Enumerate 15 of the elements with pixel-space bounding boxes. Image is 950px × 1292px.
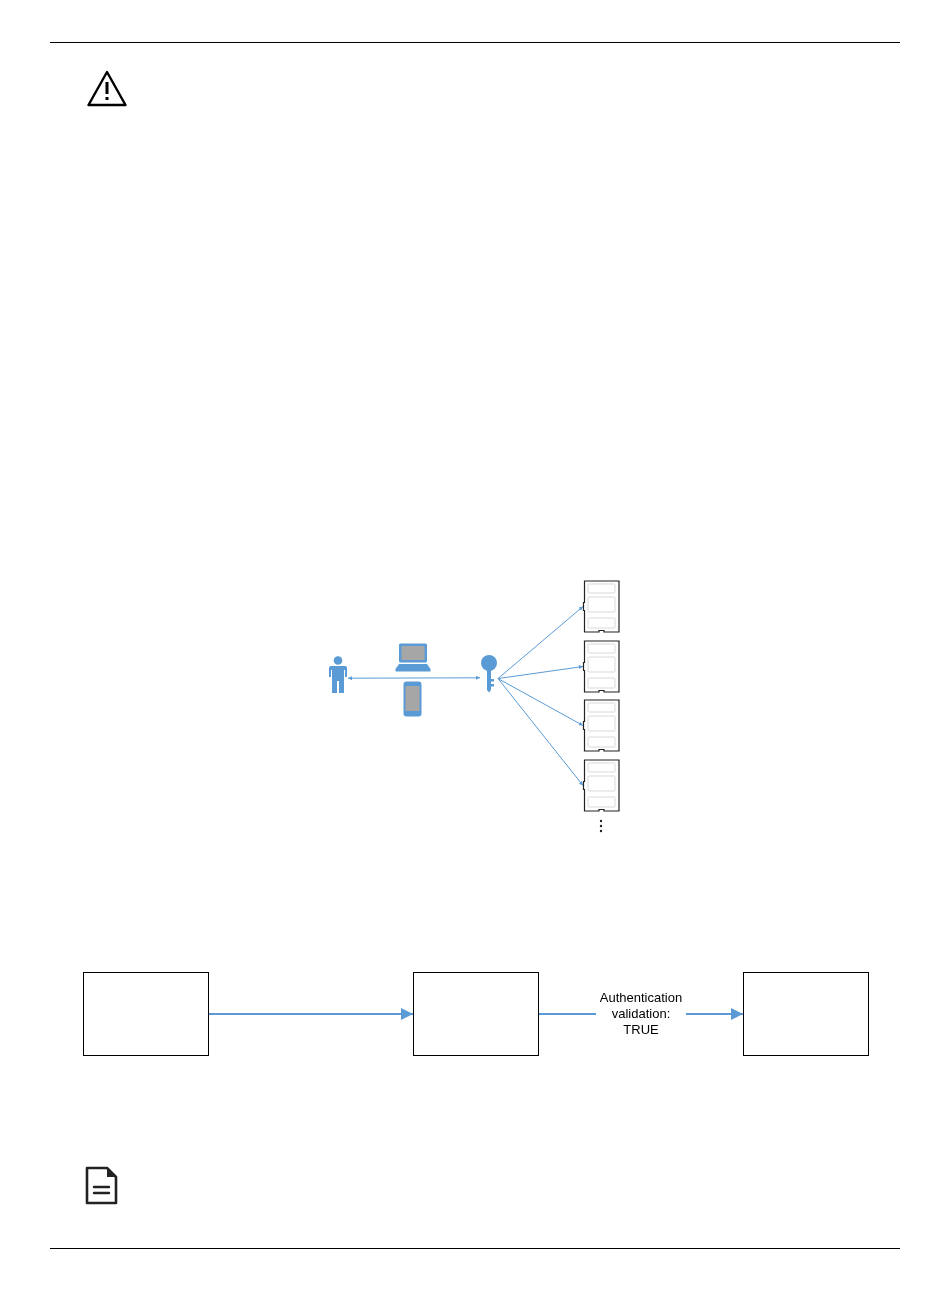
arrow xyxy=(497,606,584,680)
key-icon xyxy=(480,655,498,693)
arrow xyxy=(208,1008,414,1020)
arrow xyxy=(347,675,481,681)
device-icon xyxy=(583,759,620,812)
device-icon xyxy=(583,640,620,693)
arrow xyxy=(497,678,584,726)
arrow xyxy=(497,678,584,786)
device-icon xyxy=(583,580,620,633)
process-box xyxy=(83,972,209,1056)
person-icon xyxy=(328,656,348,693)
arrow xyxy=(497,665,584,680)
process-box xyxy=(743,972,869,1056)
process-box xyxy=(413,972,539,1056)
device-icon xyxy=(583,699,620,752)
